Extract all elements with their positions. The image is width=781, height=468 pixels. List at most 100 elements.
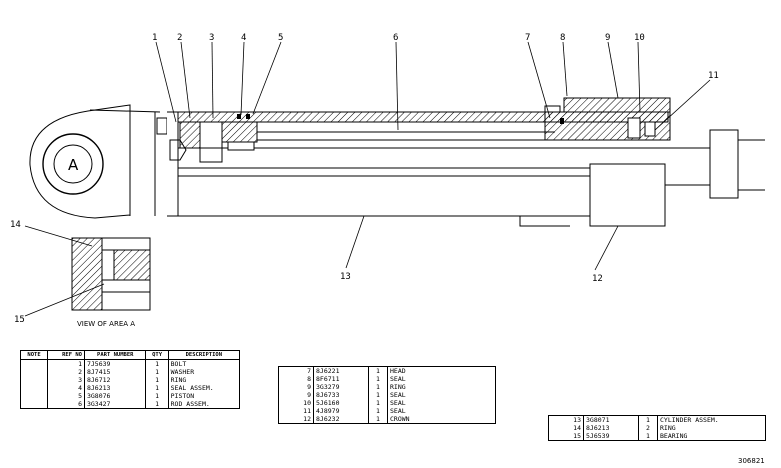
table-header-row: NOTE REF NO PART NUMBER QTY DESCRIPTION	[20, 350, 240, 360]
detail-view-a: VIEW OF AREA A	[71, 237, 151, 328]
ref-cell: 8	[278, 375, 314, 383]
part-cell: 3G8076	[84, 392, 147, 400]
desc-cell: CYLINDER ASSEM.	[660, 416, 719, 424]
qty-cell: 1	[145, 392, 169, 400]
desc-cell: HEAD	[390, 367, 406, 375]
desc-cell: SEAL	[390, 375, 406, 383]
desc-cell: BOLT	[170, 360, 187, 368]
view-caption: VIEW OF AREA A	[77, 320, 135, 328]
desc-cell: SEAL ASSEM.	[170, 384, 214, 392]
desc-cell: ROD ASSEM.	[170, 400, 210, 408]
qty-cell: 1	[368, 407, 388, 415]
part-cell: 8J7415	[84, 368, 147, 376]
drawing-number: 306821	[738, 457, 765, 465]
ref-cell: 15	[548, 432, 584, 441]
callout-7: 7	[525, 33, 530, 43]
callout-9: 9	[605, 33, 610, 43]
ref-cell: 13	[548, 415, 584, 424]
ref-cell: 6	[47, 400, 85, 409]
ref-cell: 2	[47, 368, 85, 376]
rod-eye: A	[29, 104, 187, 219]
callout-1: 1	[152, 33, 157, 43]
ref-cell: 9	[278, 391, 314, 399]
desc-cell: CROWN	[390, 415, 410, 423]
ref-cell: 11	[278, 407, 314, 415]
part-cell: 3G3427	[84, 400, 147, 409]
header-part: PART NUMBER	[84, 350, 147, 360]
part-cell: 8J6232	[313, 415, 369, 424]
part-cell: 3G3279	[313, 383, 369, 391]
desc-cell: RING	[390, 383, 406, 391]
part-cell: 8J6712	[84, 376, 147, 384]
callout-5: 5	[278, 33, 283, 43]
desc-cell: SEAL	[390, 391, 406, 399]
ref-cell: 4	[47, 384, 85, 392]
part-cell: 4J8979	[313, 407, 369, 415]
desc-cell: SEAL	[390, 407, 406, 415]
part-cell: 8J6221	[313, 366, 369, 375]
head	[544, 97, 705, 149]
part-cell: 7J5639	[84, 359, 147, 368]
leader-lines	[24, 41, 711, 317]
qty-cell: 2	[638, 424, 658, 432]
qty-cell: 1	[368, 383, 388, 391]
rod-end-right	[665, 129, 765, 199]
part-cell: 5J6539	[583, 432, 639, 441]
qty-cell: 1	[145, 400, 169, 409]
qty-cell: 1	[145, 376, 169, 384]
callout-15: 15	[14, 315, 25, 325]
callout-6: 6	[393, 33, 398, 43]
desc-cell: RING	[660, 424, 676, 432]
header-note: NOTE	[20, 350, 49, 360]
desc-cell: WASHER	[170, 368, 195, 376]
ref-cell: 1	[47, 359, 85, 368]
callout-labels: 1 2 3 4 5 6 7 8 9 10 11 12 13 14 15	[10, 33, 719, 325]
area-a-label: A	[68, 156, 79, 174]
qty-cell: 1	[638, 415, 658, 424]
callout-2: 2	[177, 33, 182, 43]
crown	[589, 163, 666, 227]
desc-cell: RING	[170, 376, 187, 384]
callout-8: 8	[560, 33, 565, 43]
part-cell: 8F6711	[313, 375, 369, 383]
part-cell: 8J6213	[84, 384, 147, 392]
desc-cell: PISTON	[170, 392, 195, 400]
header-desc: DESCRIPTION	[168, 350, 240, 360]
callout-10: 10	[634, 33, 645, 43]
part-cell: 8J6213	[583, 424, 639, 432]
qty-cell: 1	[145, 359, 169, 368]
qty-cell: 1	[145, 368, 169, 376]
qty-cell: 1	[368, 415, 388, 424]
qty-cell: 1	[145, 384, 169, 392]
callout-14: 14	[10, 220, 21, 230]
qty-cell: 1	[638, 432, 658, 441]
header-qty: QTY	[145, 350, 169, 360]
header-ref: REF NO	[47, 350, 85, 360]
callout-12: 12	[592, 274, 603, 284]
desc-cell: SEAL	[390, 399, 406, 407]
rod	[257, 131, 555, 141]
ref-cell: 3	[47, 376, 85, 384]
qty-cell: 1	[368, 366, 388, 375]
part-cell: 3G8071	[583, 415, 639, 424]
ref-cell: 10	[278, 399, 314, 407]
qty-cell: 1	[368, 375, 388, 383]
part-cell: 8J6733	[313, 391, 369, 399]
ref-cell: 7	[278, 366, 314, 375]
